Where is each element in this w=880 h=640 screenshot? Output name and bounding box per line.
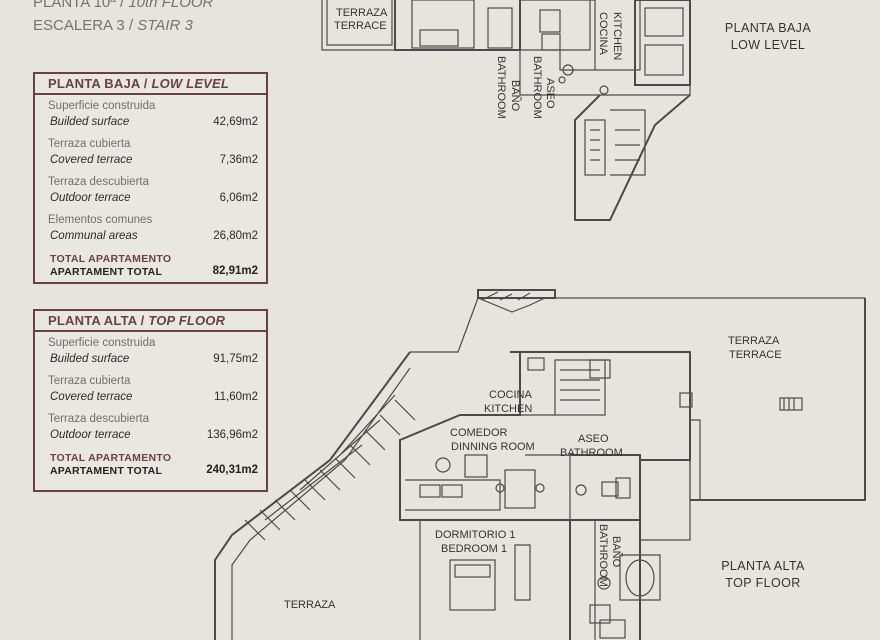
top-floor-table-title: PLANTA ALTA / TOP FLOOR [35,311,266,332]
stair-heading: ESCALERA 3 / STAIR 3 [33,17,193,34]
low-level-surface-table: PLANTA BAJA / LOW LEVEL Superficie const… [33,72,268,284]
total-row: TOTAL APARTAMENTO APARTAMENT TOTAL 82,91… [48,251,258,279]
stair-heading-es: ESCALERA 3 / [33,17,134,34]
row-label-es: Terraza descubierta [48,176,149,188]
row-value: 7,36m2 [219,154,258,166]
low-cocina-label: COCINA [597,12,609,55]
top-floor-label-en: TOP FLOOR [725,576,801,590]
low-bano-label: BAÑO [509,80,522,112]
top-bathroom-label-2: BATHROOM [597,524,609,587]
row-label-en: Builded surface [50,116,130,128]
total-row: TOTAL APARTAMENTO APARTAMENT TOTAL 240,3… [48,450,258,478]
surface-row: Terraza descubierta Outdoor terrace 136,… [48,412,258,450]
low-aseo-label: ASEO [544,78,556,109]
total-label-en: APARTAMENT TOTAL [50,465,163,477]
row-label-es: Superficie construida [48,337,156,349]
surface-row: Terraza cubierta Covered terrace 7,36m2 [48,137,258,175]
low-terraza-label: TERRAZA [336,7,388,19]
top-kitchen-label: KITCHEN [484,403,532,415]
total-label-en: APARTAMENT TOTAL [50,266,163,278]
row-value: 42,69m2 [213,116,258,128]
row-label-en: Covered terrace [50,391,133,403]
top-terrace-label-1: TERRACE [729,349,782,361]
total-value: 82,91m2 [212,265,258,277]
low-level-label-en: LOW LEVEL [730,38,806,52]
surface-row: Terraza cubierta Covered terrace 11,60m2 [48,374,258,412]
low-level-label-es: PLANTA BAJA [724,21,812,35]
row-value: 136,96m2 [206,429,258,441]
top-terraza-label-2: TERRAZA [284,599,336,611]
row-value: 11,60m2 [214,391,258,403]
row-label-es: Terraza cubierta [48,138,131,150]
row-label-es: Elementos comunes [48,214,153,226]
row-value: 6,06m2 [219,192,258,204]
row-label-es: Superficie construida [48,100,156,112]
top-cocina-label: COCINA [489,389,532,401]
row-value: 91,75m2 [213,353,258,365]
bedroom-label: BEDROOM 1 [441,543,507,555]
surface-row: Superficie construida Builded surface 91… [48,336,258,374]
top-bano-label: BAÑO [610,536,623,568]
low-level-plan [321,0,691,221]
low-kitchen-label: KITCHEN [611,12,623,60]
top-floor-title-en: TOP FLOOR [148,313,226,328]
floor-heading: PLANTA 10ª / 10th FLOOR [33,0,213,11]
low-bathroom-label-1: BATHROOM [495,56,507,119]
top-bathroom-label-1: BATHROOM [560,447,623,459]
row-label-en: Covered terrace [50,154,133,166]
comedor-label: COMEDOR [450,427,508,439]
total-value: 240,31m2 [206,464,258,476]
top-floor-plan [214,289,866,640]
top-floor-surface-table: PLANTA ALTA / TOP FLOOR Superficie const… [33,309,268,492]
low-level-label: PLANTA BAJA LOW LEVEL [713,20,823,54]
stair-heading-en: STAIR 3 [137,17,193,34]
surface-row: Terraza descubierta Outdoor terrace 6,06… [48,175,258,213]
row-label-es: Terraza descubierta [48,413,149,425]
top-terraza-label-1: TERRAZA [728,335,780,347]
row-label-en: Outdoor terrace [50,192,131,204]
row-value: 26,80m2 [213,230,258,242]
dormitorio-label: DORMITORIO 1 [435,529,515,541]
row-label-en: Communal areas [50,230,138,242]
floor-heading-es: PLANTA 10ª / [33,0,125,11]
surface-row: Superficie construida Builded surface 42… [48,99,258,137]
low-level-table-title: PLANTA BAJA / LOW LEVEL [35,74,266,95]
surface-row: Elementos comunes Communal areas 26,80m2 [48,213,258,251]
plan-room-labels: TERRAZA TERRACE COCINA KITCHEN BATHROOM … [284,7,782,611]
row-label-en: Outdoor terrace [50,429,131,441]
top-floor-label-es: PLANTA ALTA [721,559,805,573]
total-label-es: TOTAL APARTAMENTO [50,452,172,464]
row-label-es: Terraza cubierta [48,375,131,387]
total-label-es: TOTAL APARTAMENTO [50,253,172,265]
dinning-room-label: DINNING ROOM [451,441,535,453]
row-label-en: Builded surface [50,353,130,365]
top-floor-title-es: PLANTA ALTA / [48,313,145,328]
low-level-title-en: LOW LEVEL [151,76,230,91]
low-terrace-label: TERRACE [334,20,387,32]
floor-heading-en: 10th FLOOR [128,0,214,11]
low-level-title-es: PLANTA BAJA / [48,76,148,91]
low-bathroom-label-2: BATHROOM [531,56,543,119]
top-aseo-label: ASEO [578,433,609,445]
top-floor-label: PLANTA ALTA TOP FLOOR [708,558,818,592]
